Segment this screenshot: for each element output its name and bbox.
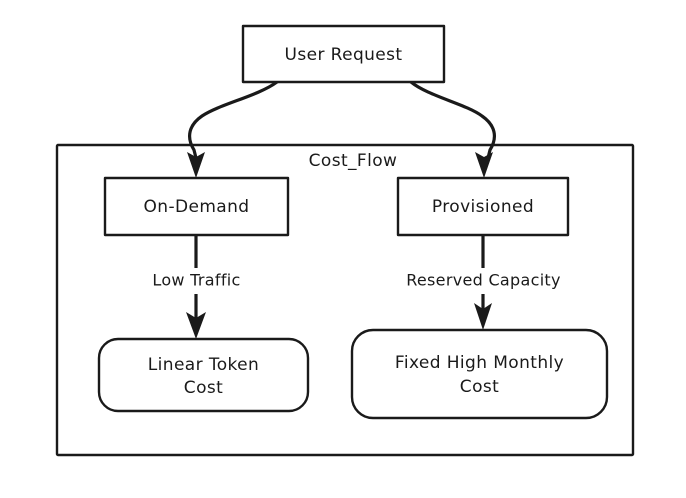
arrowhead-icon <box>475 152 493 178</box>
edge-label-low-traffic: Low Traffic <box>126 268 267 294</box>
node-linear-token-cost[interactable]: Linear Token Cost <box>97 337 310 413</box>
edge-line <box>187 80 279 160</box>
edge-label-reserved-capacity: Reserved Capacity <box>381 268 586 294</box>
edge-label-low-traffic-text: Low Traffic <box>152 271 240 290</box>
cluster-label-text: Cost_Flow <box>309 151 398 171</box>
arrowhead-icon <box>474 303 492 330</box>
node-provisioned[interactable]: Provisioned <box>396 176 570 237</box>
node-on-demand[interactable]: On-Demand <box>103 176 290 237</box>
node-label-linear-token-cost-line2: Cost <box>184 378 223 398</box>
edge-line <box>409 80 497 160</box>
cluster-label: Cost_Flow <box>292 148 412 172</box>
node-label-fixed-high-monthly-cost-line2: Cost <box>460 377 499 397</box>
node-label-provisioned: Provisioned <box>432 197 534 217</box>
node-user-request[interactable]: User Request <box>241 24 446 84</box>
arrowhead-icon <box>187 152 205 178</box>
node-label-user-request: User Request <box>284 45 402 65</box>
node-label-on-demand: On-Demand <box>144 197 250 217</box>
node-label-linear-token-cost-line1: Linear Token <box>148 355 259 375</box>
node-shape-rect[interactable] <box>103 176 290 237</box>
node-label-fixed-high-monthly-cost-line1: Fixed High Monthly <box>395 353 564 373</box>
node-shape-rect[interactable] <box>241 24 446 84</box>
node-shape-rounded-rect[interactable] <box>350 328 609 420</box>
edge-label-halo <box>126 268 267 294</box>
node-fixed-high-monthly-cost[interactable]: Fixed High Monthly Cost <box>350 328 609 420</box>
arrowhead-icon <box>186 312 206 339</box>
edge-label-reserved-capacity-text: Reserved Capacity <box>406 271 561 290</box>
edge-user-request-to-on-demand <box>187 80 279 178</box>
edge-user-request-to-provisioned <box>409 80 497 178</box>
cluster-label-halo <box>292 148 412 172</box>
edge-label-halo <box>381 268 586 294</box>
node-shape-rect[interactable] <box>396 176 570 237</box>
node-shape-rounded-rect[interactable] <box>97 337 310 413</box>
